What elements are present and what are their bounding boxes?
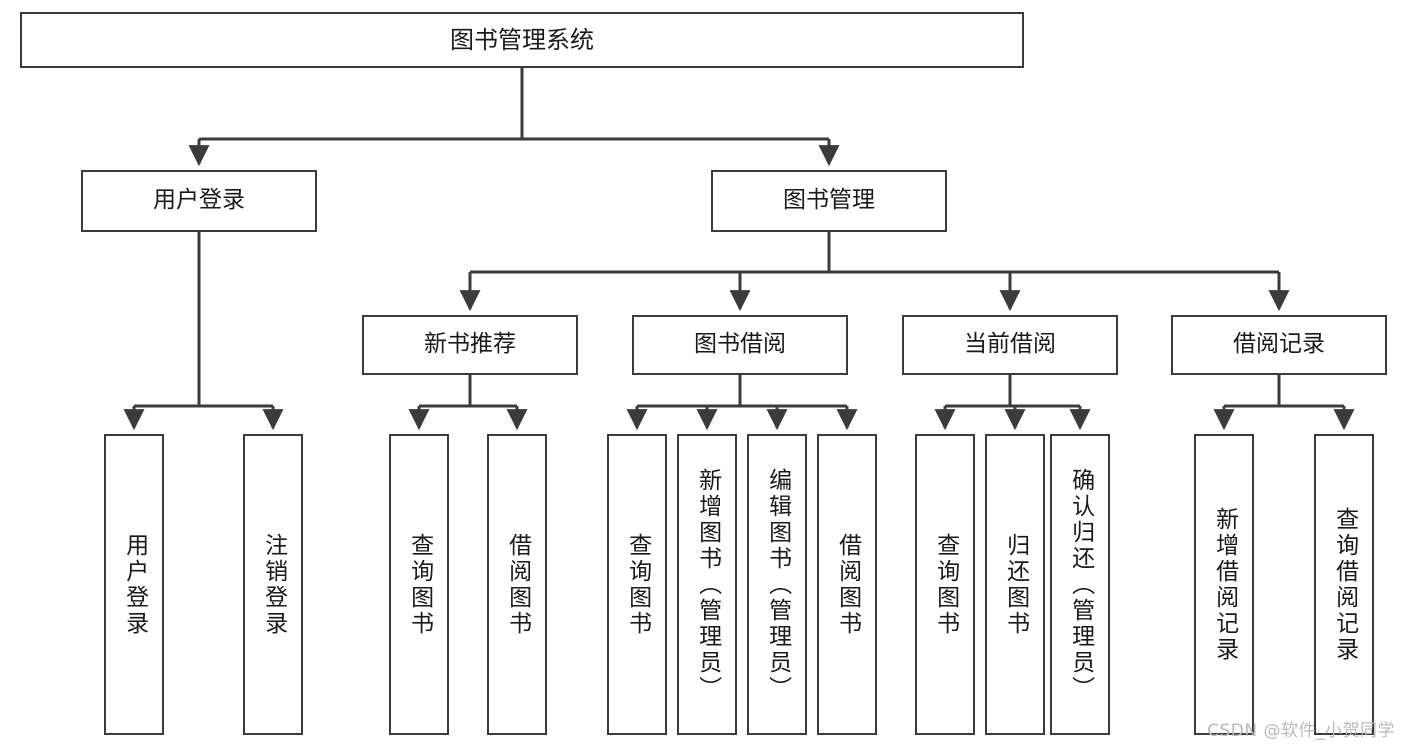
node-user-login-label: 用户登录 (153, 187, 245, 214)
node-leaf-add-borrow-record[interactable]: 新增借阅记录 (1194, 434, 1254, 735)
node-leaf-borrow-book-rec-label: 借阅图书 (504, 532, 531, 637)
node-leaf-query-book-borrow-label: 查询图书 (624, 532, 651, 637)
node-leaf-add-book[interactable]: 新增图书（管理员） (677, 434, 737, 735)
node-leaf-add-book-label: 新增图书（管理员） (694, 467, 721, 702)
node-leaf-query-book-rec[interactable]: 查询图书 (389, 434, 449, 735)
node-leaf-query-book-cur-label: 查询图书 (932, 532, 959, 637)
node-leaf-confirm-return[interactable]: 确认归还（管理员） (1050, 434, 1110, 735)
node-leaf-query-book-cur[interactable]: 查询图书 (915, 434, 975, 735)
node-current-borrow[interactable]: 当前借阅 (902, 315, 1118, 375)
node-leaf-add-borrow-record-label: 新增借阅记录 (1211, 506, 1238, 663)
node-user-login[interactable]: 用户登录 (81, 170, 317, 232)
node-leaf-edit-book-label: 编辑图书（管理员） (764, 467, 791, 702)
node-leaf-borrow-book-label: 借阅图书 (834, 532, 861, 637)
node-leaf-query-borrow-record-label: 查询借阅记录 (1331, 506, 1358, 663)
csdn-watermark: CSDN @软件_小贺同学 (1207, 721, 1395, 741)
node-leaf-user-logout-label: 注销登录 (260, 532, 287, 637)
node-leaf-edit-book[interactable]: 编辑图书（管理员） (747, 434, 807, 735)
node-new-book-rec-label: 新书推荐 (424, 331, 516, 358)
node-book-borrow[interactable]: 图书借阅 (632, 315, 848, 375)
node-leaf-borrow-book-rec[interactable]: 借阅图书 (487, 434, 547, 735)
node-leaf-user-login[interactable]: 用户登录 (104, 434, 164, 735)
node-leaf-return-book[interactable]: 归还图书 (985, 434, 1045, 735)
node-leaf-user-login-label: 用户登录 (121, 532, 148, 637)
node-leaf-borrow-book[interactable]: 借阅图书 (817, 434, 877, 735)
node-book-borrow-label: 图书借阅 (694, 331, 786, 358)
node-borrow-record-label: 借阅记录 (1233, 331, 1325, 358)
node-leaf-query-book-borrow[interactable]: 查询图书 (607, 434, 667, 735)
node-leaf-user-logout[interactable]: 注销登录 (243, 434, 303, 735)
node-leaf-confirm-return-label: 确认归还（管理员） (1067, 467, 1094, 702)
node-new-book-rec[interactable]: 新书推荐 (362, 315, 578, 375)
node-root-label: 图书管理系统 (450, 25, 594, 54)
node-book-manage[interactable]: 图书管理 (711, 170, 947, 232)
node-leaf-return-book-label: 归还图书 (1002, 532, 1029, 637)
node-leaf-query-book-rec-label: 查询图书 (406, 532, 433, 637)
node-leaf-query-borrow-record[interactable]: 查询借阅记录 (1314, 434, 1374, 735)
node-root[interactable]: 图书管理系统 (20, 12, 1024, 68)
node-borrow-record[interactable]: 借阅记录 (1171, 315, 1387, 375)
node-book-manage-label: 图书管理 (783, 187, 875, 214)
node-current-borrow-label: 当前借阅 (964, 331, 1056, 358)
